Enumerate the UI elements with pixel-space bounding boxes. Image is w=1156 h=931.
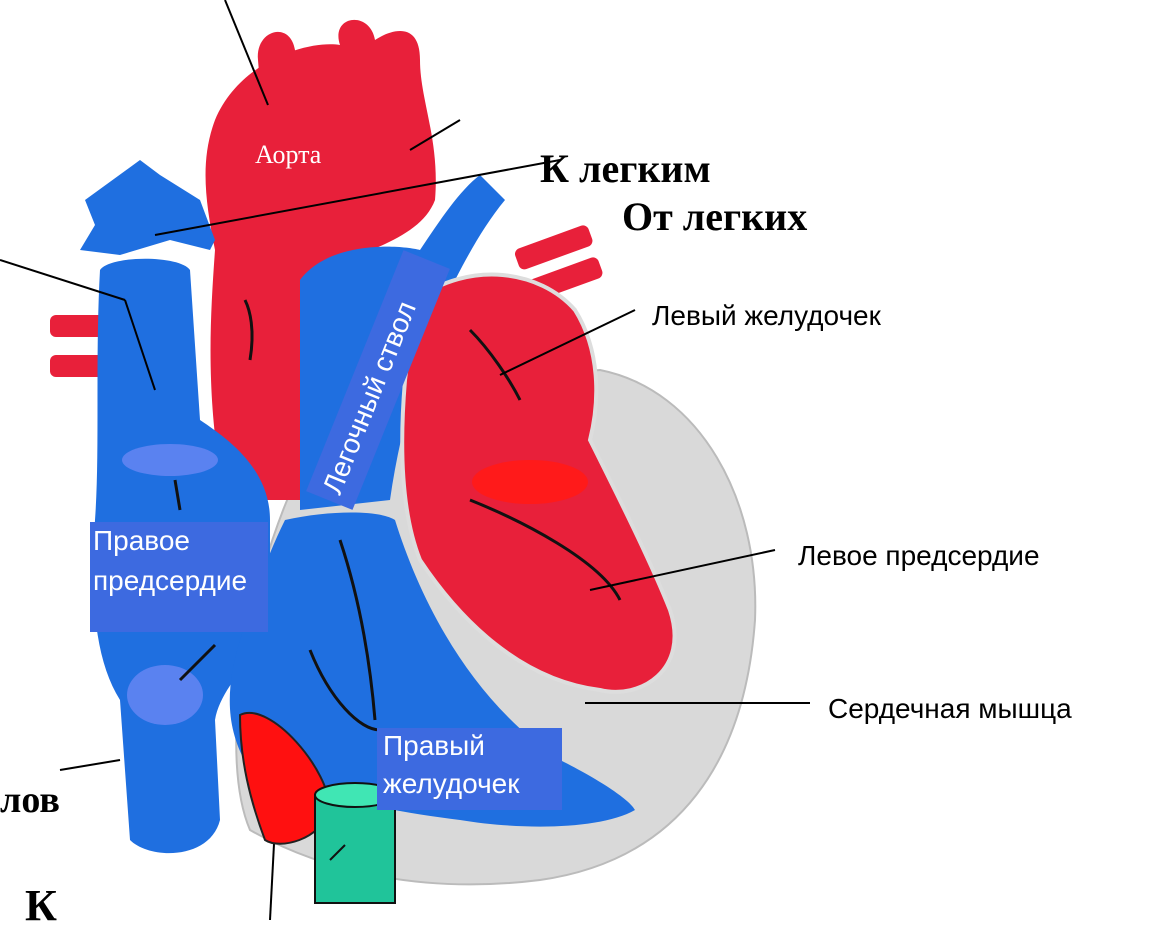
right-atrium-label-line1: Правое (93, 525, 190, 557)
right-atrium-label-line2: предсердие (93, 565, 247, 597)
right-ventricle-label-line2: желудочек (383, 768, 520, 800)
cut-left-label: лов (0, 778, 60, 822)
right-ventricle-label-line1: Правый (383, 730, 485, 762)
to-lungs-label: К легким (540, 145, 711, 192)
mitral-valve (472, 460, 588, 504)
heart-muscle-label: Сердечная мышца (828, 693, 1072, 725)
left-atrium-label: Левое предсердие (798, 540, 1040, 572)
tricuspid-valve-lower (127, 665, 203, 725)
aorta-branch (258, 32, 300, 110)
cut-bottom-label: К (25, 880, 57, 931)
from-lungs-label: От легких (622, 193, 807, 240)
right-ventricle-label-box: Правый желудочек (377, 728, 562, 810)
left-ventricle-label: Левый желудочек (652, 300, 881, 332)
aorta-label: Аорта (255, 140, 321, 170)
pulmonary-artery-left (80, 160, 215, 255)
tricuspid-valve-upper (122, 444, 218, 476)
right-atrium-label-box: Правое предсердие (90, 522, 268, 632)
